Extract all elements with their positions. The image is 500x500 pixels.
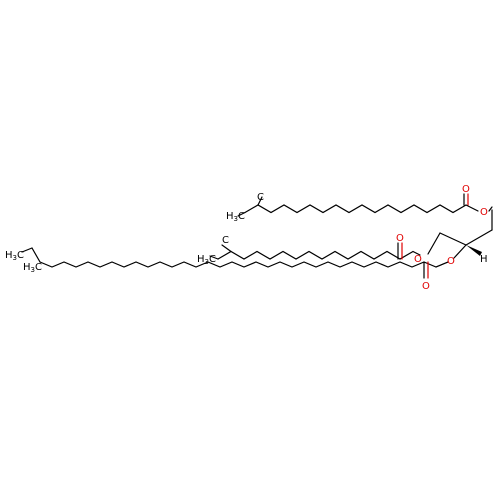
label-ch3-bottom-branch-sub: 3 <box>31 266 35 274</box>
chain-top-ethyl-bond <box>237 211 246 217</box>
chain-top-o-ch2 <box>488 206 493 212</box>
label-ch3-bottom-c: C <box>17 250 24 261</box>
chain-bottom-bonds <box>39 261 449 268</box>
chain-top-branch-methyl <box>257 196 263 206</box>
label-ch3-middle-c: C <box>209 254 216 265</box>
label-ch3-top-c: C <box>238 211 245 222</box>
stereo-wedge <box>466 245 482 256</box>
label-ch3-bottom-h: H <box>5 250 13 261</box>
label-ch3-middle-sub: 3 <box>205 258 209 266</box>
chain-middle-branch-methyl <box>221 244 232 253</box>
glycerol-backbone <box>427 209 493 259</box>
label-ch3-bottom: H3C <box>5 250 24 262</box>
chain-middle-ethyl-bond <box>209 255 219 260</box>
backbone-o-bottom <box>453 244 467 259</box>
chain-top-ester-bond <box>465 204 479 212</box>
chain-top-bonds <box>244 204 467 214</box>
chain-bottom-ethyl-bond <box>21 247 33 253</box>
chain-bottom-branch-methyl <box>31 247 41 263</box>
label-c-branch-top: C <box>257 192 264 203</box>
backbone-ch2-mid <box>439 232 467 246</box>
label-ch3-bottom-sub: 3 <box>13 254 17 262</box>
chain-middle-ester-bond <box>412 250 421 256</box>
label-o-carbonyl-top: O <box>462 184 470 195</box>
label-ch3-bottom-branch-h: H <box>23 262 31 273</box>
chain-bottom-ester-bond <box>435 261 449 268</box>
label-o-ester-middle: O <box>414 254 422 265</box>
label-o-carbonyl-bottom: O <box>422 281 430 292</box>
acyl-chain-bottom <box>21 247 449 279</box>
label-ch3-top-sub: 3 <box>234 215 238 223</box>
label-h-stereo: H <box>480 254 488 265</box>
backbone-c2 <box>465 229 493 246</box>
label-o-carbonyl-middle: O <box>396 233 404 244</box>
label-ch3-top: H3C <box>226 211 245 223</box>
label-ch3-top-h: H <box>226 211 234 222</box>
label-ch3-bottom-branch: H3C <box>23 262 42 274</box>
label-c-branch-middle: C <box>222 235 229 246</box>
backbone-o-mid <box>427 232 441 255</box>
acyl-chain-middle <box>209 242 421 260</box>
label-ch3-bottom-branch-c: C <box>35 262 42 273</box>
label-ch3-middle-h: H <box>197 254 205 265</box>
atom-labels: O O H3C C O O H3C C H O O H3C H3C <box>5 184 488 292</box>
acyl-chain-top <box>237 193 493 217</box>
label-o-ester-top: O <box>480 207 488 218</box>
label-o-backbone: O <box>447 256 455 267</box>
chain-middle-bonds <box>217 250 414 260</box>
label-ch3-middle: H3C <box>197 254 216 266</box>
